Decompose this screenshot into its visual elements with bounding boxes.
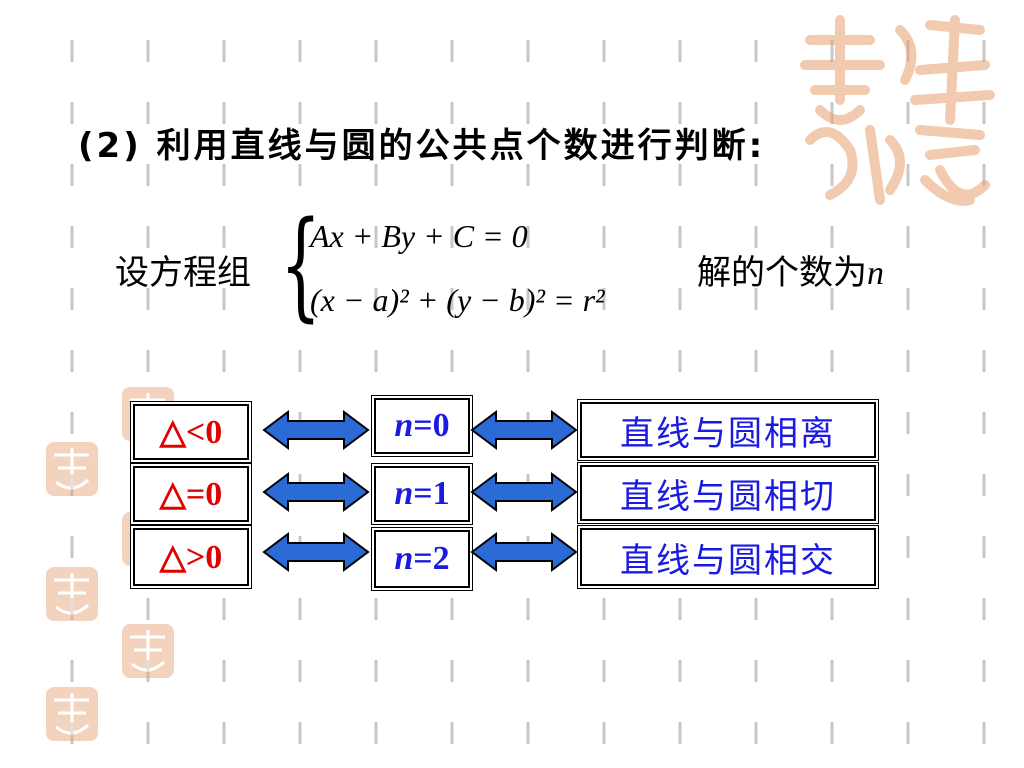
left-brace-icon: { [280, 195, 322, 333]
double-arrow-icon [262, 410, 370, 450]
auspicious-seal-icon [46, 567, 98, 621]
equation-prefix: 设方程组 [115, 253, 251, 293]
n-value: =1 [413, 475, 450, 512]
double-arrow-icon [262, 472, 370, 512]
n-box-row-2: n=1 [372, 464, 472, 524]
relation-box-row-1: 直线与圆相离 [578, 400, 878, 460]
relation-box-row-3: 直线与圆相交 [578, 526, 878, 588]
auspicious-seal-icon [122, 624, 174, 678]
equation-suffix-variable: n [867, 255, 884, 292]
auspicious-seal-watermark-icon [800, 15, 995, 206]
n-value: =2 [413, 540, 450, 577]
double-arrow-icon [470, 532, 578, 572]
delta-box-row-2: △=0 [131, 464, 251, 524]
n-variable: n [394, 475, 414, 512]
delta-box-row-1: △<0 [131, 402, 251, 462]
equation-suffix: 解的个数为n [697, 245, 884, 294]
auspicious-seal-icon [46, 687, 98, 741]
page-title: (2) 利用直线与圆的公共点个数进行判断: [78, 126, 766, 166]
delta-box-row-3: △>0 [131, 526, 251, 588]
double-arrow-icon [470, 410, 578, 450]
n-variable: n [394, 540, 414, 577]
relation-box-row-2: 直线与圆相切 [578, 463, 878, 523]
auspicious-seal-icon [46, 442, 98, 496]
equation-line-2: (x − a)² + (y − b)² = r² [310, 282, 605, 318]
equation-line-1: Ax + By + C = 0 [310, 218, 528, 254]
n-box-row-3: n=2 [372, 528, 472, 590]
double-arrow-icon [470, 472, 578, 512]
n-variable: n [394, 407, 414, 444]
n-box-row-1: n=0 [372, 396, 472, 456]
n-value: =0 [413, 407, 450, 444]
double-arrow-icon [262, 532, 370, 572]
equation-suffix-text: 解的个数为 [697, 253, 867, 293]
